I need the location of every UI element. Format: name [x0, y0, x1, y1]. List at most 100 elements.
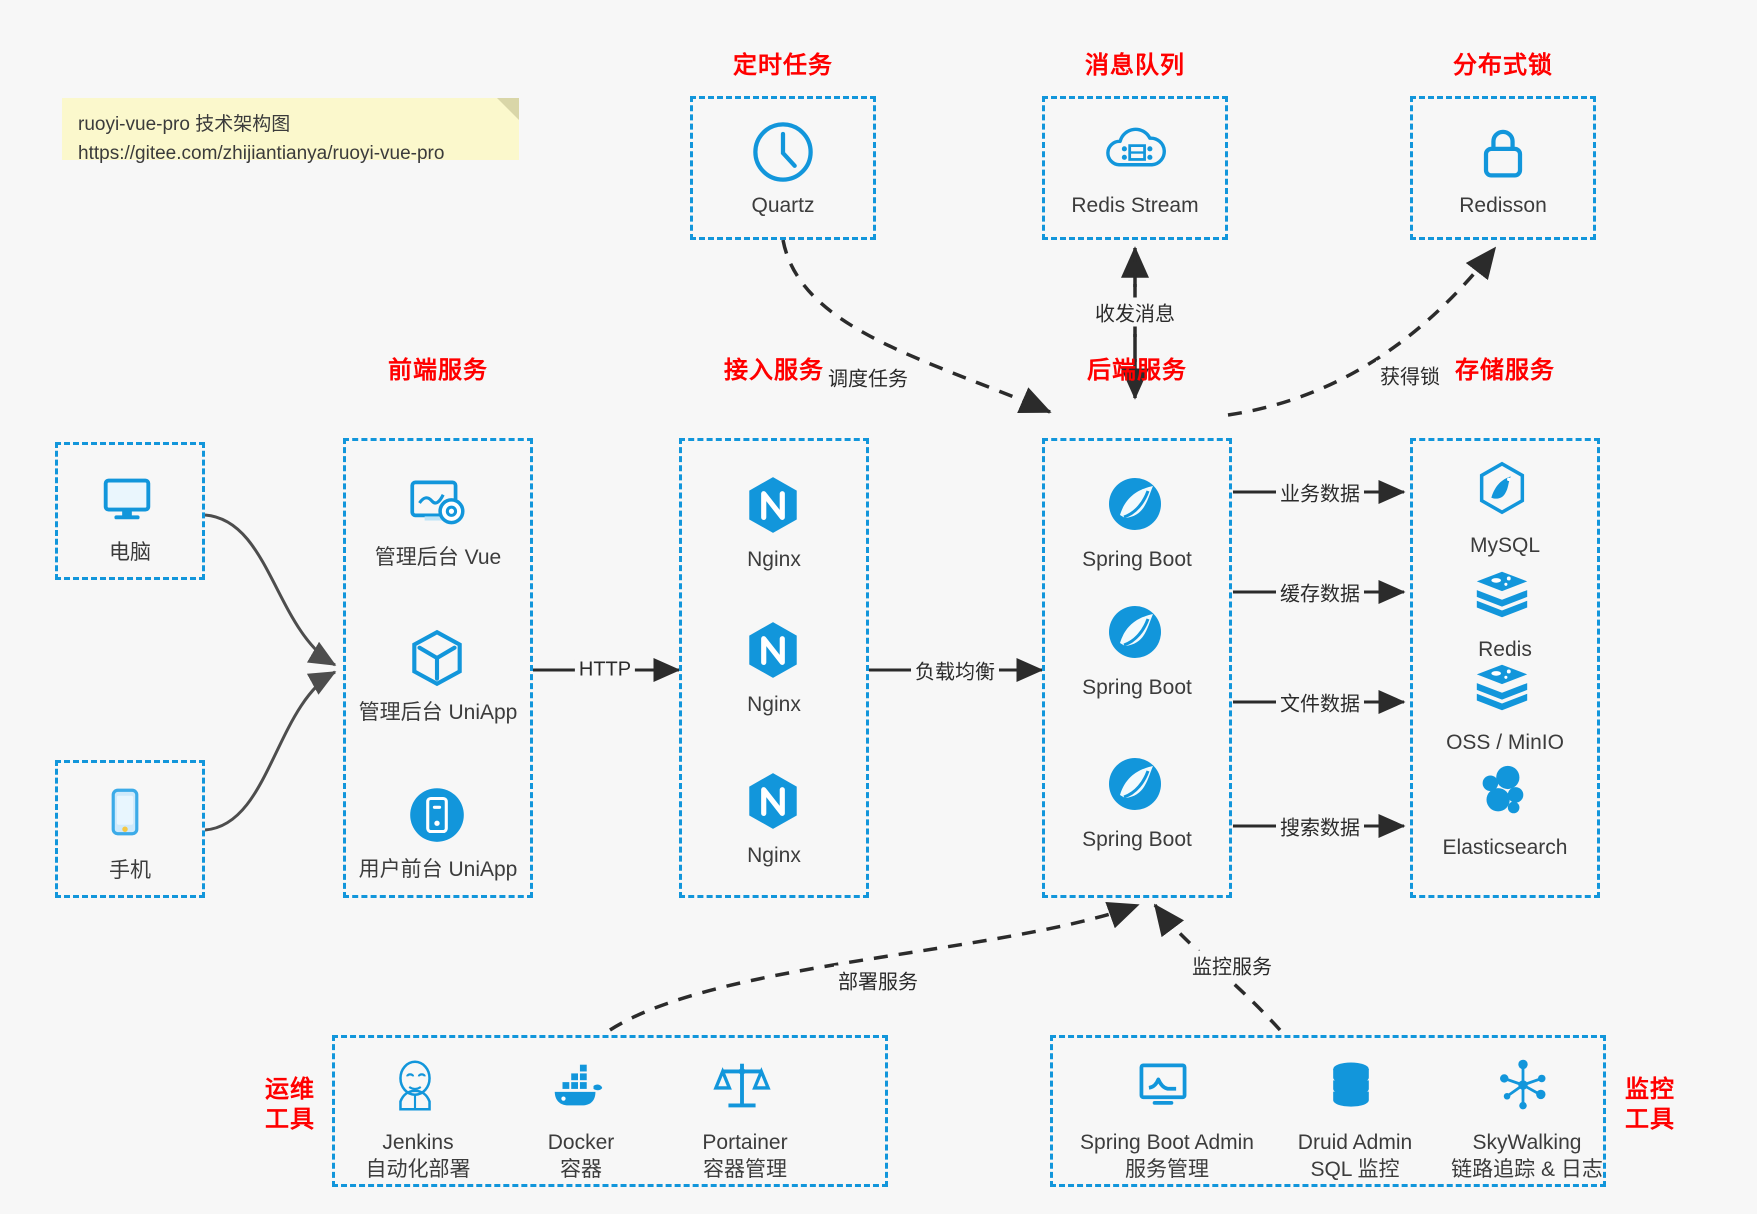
- node-label: Spring Boot Admin: [1080, 1131, 1254, 1154]
- group-storage[interactable]: [1410, 438, 1600, 898]
- group-title-lock: 分布式锁: [1453, 52, 1553, 79]
- group-title-mq: 消息队列: [1085, 52, 1185, 79]
- node-label: Redisson: [1459, 194, 1547, 217]
- skywalking-icon: [1493, 1055, 1561, 1123]
- nginx-icon: [740, 472, 808, 540]
- edge-label-search-data: 搜索数据: [1276, 811, 1364, 841]
- node-label: SkyWalking: [1472, 1131, 1582, 1154]
- cube-icon: [404, 625, 472, 693]
- node-mysql[interactable]: MySQL: [1430, 458, 1580, 559]
- node-admin-uniapp[interactable]: 管理后台 UniApp: [359, 625, 517, 726]
- monitor-title-line-1: 监控: [1625, 1076, 1675, 1103]
- node-label: 管理后台 Vue: [374, 546, 502, 569]
- mobile-icon: [96, 783, 164, 851]
- phone-circle-icon: [404, 782, 472, 850]
- node-label: Elasticsearch: [1442, 836, 1568, 859]
- nginx-icon: [740, 768, 808, 836]
- edge-label-file-data: 文件数据: [1276, 687, 1364, 717]
- node-jenkins[interactable]: Jenkins 自动化部署: [343, 1055, 493, 1184]
- node-label: Spring Boot: [1082, 676, 1192, 699]
- node-desktop[interactable]: 电脑: [55, 465, 205, 566]
- node-label: 用户前台 UniApp: [358, 858, 518, 881]
- group-backend[interactable]: [1042, 438, 1232, 898]
- node-label: Nginx: [747, 844, 801, 867]
- node-label: 手机: [109, 859, 151, 882]
- node-label: Spring Boot: [1082, 548, 1192, 571]
- node-sublabel: 服务管理: [1125, 1158, 1209, 1182]
- node-nginx-2[interactable]: Nginx: [699, 617, 849, 718]
- spring-boot-icon: [1103, 600, 1171, 668]
- group-mq[interactable]: [1042, 96, 1228, 240]
- node-mobile[interactable]: 手机: [55, 783, 205, 884]
- node-sublabel: 容器: [560, 1158, 602, 1182]
- node-label: Druid Admin: [1297, 1131, 1413, 1154]
- edge-label-deploy-service: 部署服务: [834, 965, 922, 995]
- node-docker[interactable]: Docker 容器: [506, 1055, 656, 1184]
- jenkins-icon: [384, 1055, 452, 1123]
- node-sublabel: 自动化部署: [365, 1158, 471, 1182]
- group-gateway[interactable]: [679, 438, 869, 898]
- group-monitor[interactable]: [1050, 1035, 1606, 1187]
- node-nginx-1[interactable]: Nginx: [699, 472, 849, 573]
- node-label: Spring Boot: [1082, 828, 1192, 851]
- edge-label-business-data: 业务数据: [1276, 477, 1364, 507]
- node-label: Nginx: [747, 548, 801, 571]
- group-lock[interactable]: [1410, 96, 1596, 240]
- node-sublabel: 容器管理: [703, 1158, 787, 1182]
- title-note: ruoyi-vue-pro 技术架构图 https://gitee.com/zh…: [62, 98, 519, 164]
- devops-title-line-1: 运维: [265, 1076, 315, 1103]
- dashboard-settings-icon: [404, 470, 472, 538]
- node-redis[interactable]: Redis: [1430, 562, 1580, 663]
- lock-icon: [1469, 118, 1537, 186]
- mysql-icon: [1471, 458, 1539, 526]
- group-title-devops: 运维 工具: [258, 1075, 322, 1135]
- node-spring-boot-admin[interactable]: Spring Boot Admin 服务管理: [1072, 1055, 1262, 1184]
- spring-boot-icon: [1103, 752, 1171, 820]
- node-label: Portainer: [702, 1131, 788, 1154]
- node-skywalking[interactable]: SkyWalking 链路追踪 & 日志: [1432, 1055, 1622, 1184]
- note-fold-corner: [497, 98, 519, 120]
- node-admin-vue[interactable]: 管理后台 Vue: [363, 470, 513, 571]
- elasticsearch-icon: [1471, 760, 1539, 828]
- monitor-title-line-2: 工具: [1625, 1106, 1675, 1133]
- node-label: Redis: [1478, 638, 1532, 661]
- node-druid-admin[interactable]: Druid Admin SQL 监控: [1270, 1055, 1440, 1184]
- note-line-2: https://gitee.com/zhijiantianya/ruoyi-vu…: [78, 143, 445, 165]
- node-quartz[interactable]: Quartz: [708, 118, 858, 219]
- node-label: 电脑: [109, 541, 151, 564]
- node-label: Redis Stream: [1071, 194, 1199, 217]
- node-label: OSS / MinIO: [1446, 731, 1564, 754]
- node-spring-boot-1[interactable]: Spring Boot: [1062, 472, 1212, 573]
- node-sublabel: SQL 监控: [1310, 1158, 1400, 1182]
- group-scheduler[interactable]: [690, 96, 876, 240]
- node-label: Nginx: [747, 693, 801, 716]
- node-portainer[interactable]: Portainer 容器管理: [670, 1055, 820, 1184]
- node-label: Quartz: [751, 194, 815, 217]
- node-oss-minio[interactable]: OSS / MinIO: [1430, 655, 1580, 756]
- edge-label-load-balance: 负载均衡: [911, 655, 999, 685]
- edge-label-monitor-service: 监控服务: [1188, 950, 1276, 980]
- group-devops[interactable]: [332, 1035, 888, 1187]
- group-client-desktop[interactable]: [55, 442, 205, 580]
- note-line-1: ruoyi-vue-pro 技术架构图: [78, 114, 291, 135]
- node-elasticsearch[interactable]: Elasticsearch: [1430, 760, 1580, 861]
- node-redis-stream[interactable]: Redis Stream: [1060, 118, 1210, 219]
- node-spring-boot-3[interactable]: Spring Boot: [1062, 752, 1212, 853]
- edge-label-schedule-task: 调度任务: [824, 362, 912, 392]
- docker-icon: [547, 1055, 615, 1123]
- group-title-gateway: 接入服务: [724, 357, 824, 384]
- node-redisson[interactable]: Redisson: [1428, 118, 1578, 219]
- node-spring-boot-2[interactable]: Spring Boot: [1062, 600, 1212, 701]
- group-title-frontend: 前端服务: [388, 357, 488, 384]
- devops-title-line-2: 工具: [265, 1106, 315, 1133]
- edge-label-cache-data: 缓存数据: [1276, 577, 1364, 607]
- group-frontend[interactable]: [343, 438, 533, 898]
- node-nginx-3[interactable]: Nginx: [699, 768, 849, 869]
- edge-label-acquire-lock: 获得锁: [1376, 360, 1444, 390]
- group-client-mobile[interactable]: [55, 760, 205, 898]
- nginx-icon: [740, 617, 808, 685]
- group-title-storage: 存储服务: [1455, 357, 1555, 384]
- node-user-uniapp[interactable]: 用户前台 UniApp: [359, 782, 517, 883]
- node-label: 管理后台 UniApp: [358, 701, 518, 724]
